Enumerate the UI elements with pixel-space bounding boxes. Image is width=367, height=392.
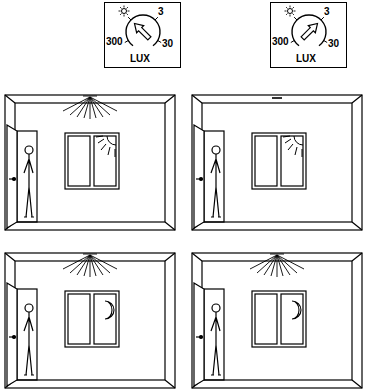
dial-pointer	[131, 20, 153, 42]
scale-value: 30	[328, 38, 339, 49]
unit-label: LUX	[296, 53, 316, 64]
dial-tick	[321, 17, 324, 20]
room-night-lamp-on	[5, 253, 175, 388]
scale-value: 3	[158, 6, 164, 17]
dial-tick	[155, 17, 158, 20]
scale-value: 300	[272, 36, 289, 47]
lux-dial: 3 300 30LUX	[270, 2, 347, 68]
scale-value: 30	[162, 38, 173, 49]
room-day-lamp-off	[192, 95, 362, 230]
dial-tick	[128, 17, 131, 20]
scale-value: 3	[324, 6, 330, 17]
dial-tick	[125, 41, 128, 43]
dial-ring	[292, 15, 326, 46]
dial-ring	[126, 15, 160, 46]
unit-label: LUX	[130, 53, 150, 64]
lux-dial: 3 300 30LUX	[104, 2, 181, 68]
scale-value: 300	[106, 36, 123, 47]
sun-symbol	[285, 6, 296, 17]
sun-symbol	[119, 6, 130, 17]
dial-tick	[291, 41, 294, 43]
dial-tick	[294, 17, 297, 20]
dial-pointer	[299, 20, 321, 42]
dial-tick	[158, 41, 161, 43]
room-night-lamp-on	[192, 253, 362, 388]
room-day-lamp-on	[5, 95, 175, 230]
dial-tick	[324, 41, 327, 43]
